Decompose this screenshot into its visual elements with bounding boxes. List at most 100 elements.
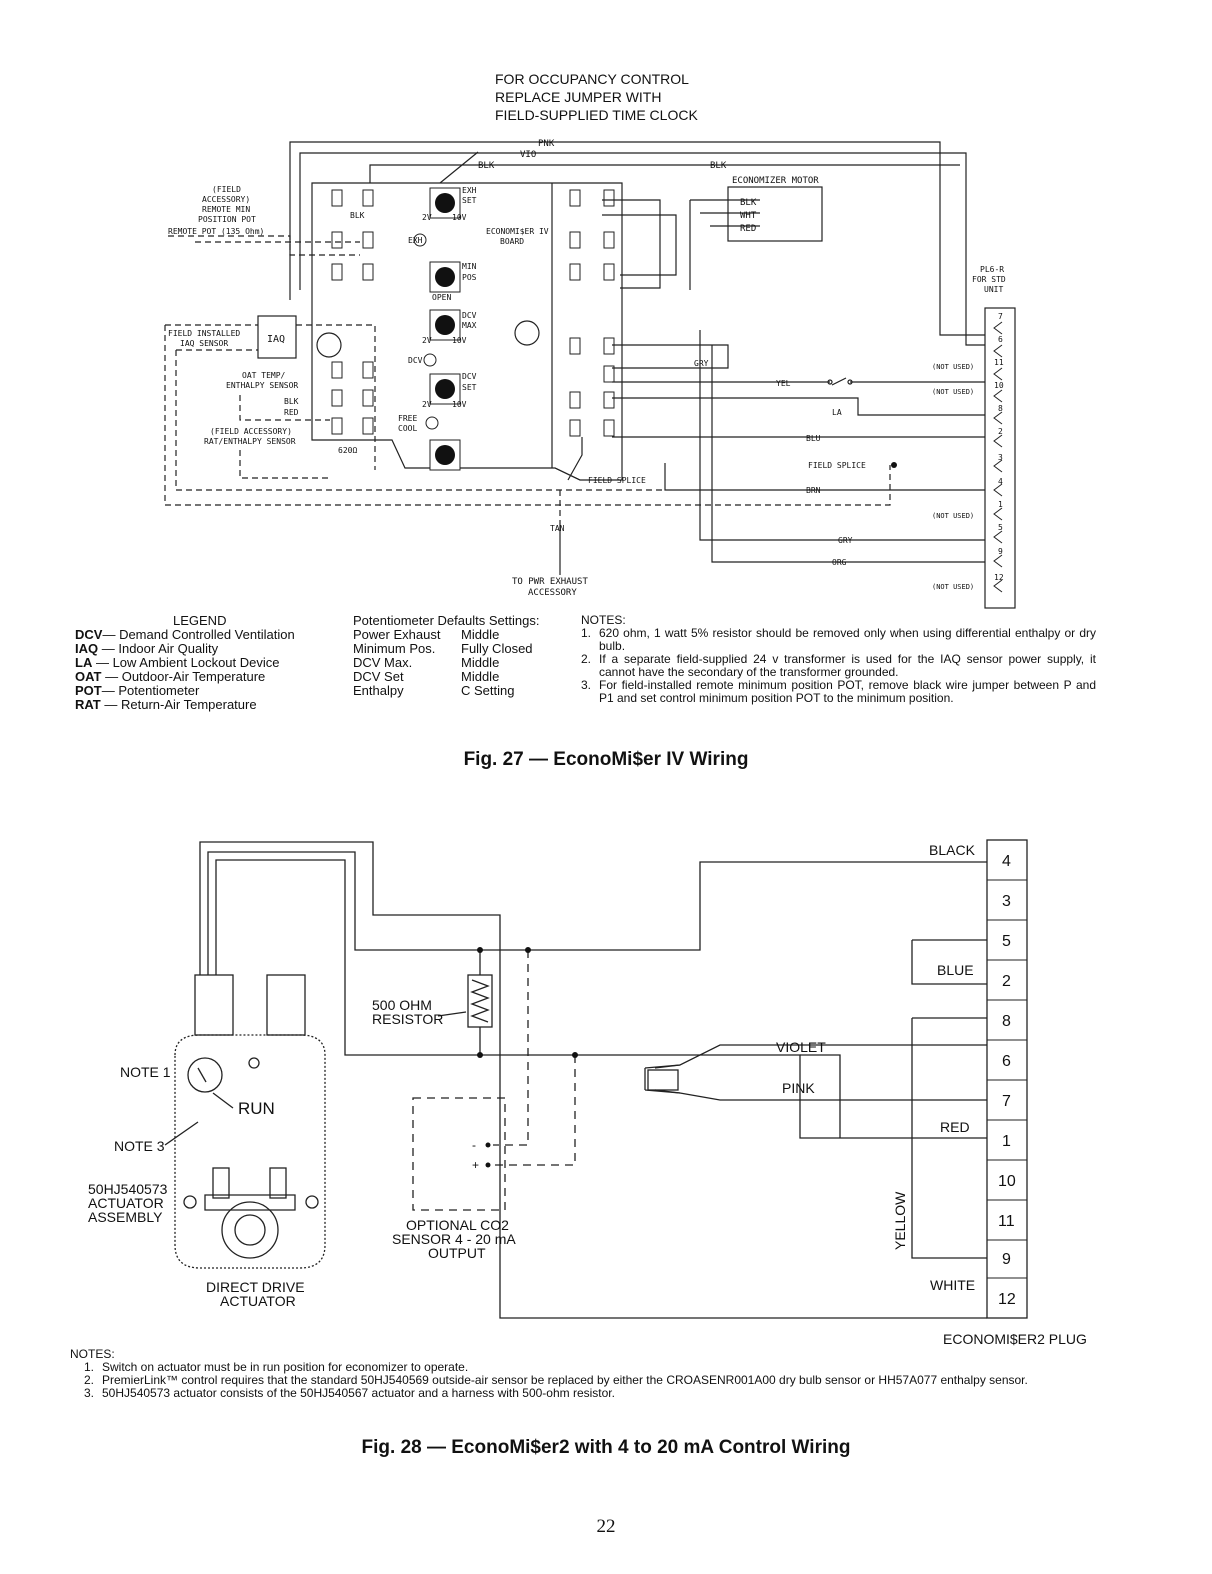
wire-tan: TAN — [550, 524, 565, 533]
wire-black: BLACK — [929, 842, 976, 858]
note-number: 3. — [84, 1386, 95, 1400]
field-splice-right: FIELD SPLICE — [808, 461, 866, 470]
plug-pin-7: 7 — [1002, 1093, 1011, 1110]
co2-label-2: SENSOR 4 - 20 mA — [392, 1231, 516, 1247]
fig27-caption: Fig. 27 — EconoMi$er IV Wiring — [463, 749, 749, 770]
wire-blu: BLU — [806, 434, 821, 443]
note-text: Switch on actuator must be in run positi… — [102, 1360, 469, 1374]
legend-definition: — Low Ambient Lockout Device — [92, 655, 280, 670]
oat-wire-blk: BLK — [284, 397, 299, 406]
pin-9: 9 — [998, 547, 1003, 556]
plug-pin-10: 10 — [998, 1173, 1016, 1190]
occupancy-note-3: FIELD-SUPPLIED TIME CLOCK — [495, 107, 698, 123]
legend-title: LEGEND — [173, 613, 227, 628]
pot-settings: Potentiometer Defaults Settings: Power E… — [353, 614, 563, 698]
note-number: 1. — [581, 626, 592, 640]
fig27-notes: NOTES: 1.620 ohm, 1 watt 5% resistor sho… — [581, 614, 1096, 705]
legend-definition: — Indoor Air Quality — [98, 641, 219, 656]
legend-item: IAQ — Indoor Air Quality — [75, 642, 325, 656]
note-number: 3. — [581, 678, 592, 692]
note-number: 2. — [581, 652, 592, 666]
fig28-caption: Fig. 28 — EconoMi$er2 with 4 to 20 mA Co… — [361, 1437, 851, 1458]
pin-1: 1 — [998, 500, 1003, 509]
note-text: 50HJ540573 actuator consists of the 50HJ… — [102, 1386, 615, 1400]
not-used-3: (NOT USED) — [932, 512, 974, 520]
co2-label-1: OPTIONAL CO2 — [406, 1217, 509, 1233]
field-pot-2: ACCESSORY) — [202, 195, 250, 204]
motor-wire-red: RED — [740, 224, 756, 234]
plug-label: ECONOMI$ER2 PLUG — [943, 1331, 1087, 1347]
remote-pot-label: REMOTE POT (135 Ohm) — [168, 227, 264, 236]
pin-7: 7 — [998, 312, 1003, 321]
co2-plus: + — [472, 1158, 479, 1172]
legend-abbr: RAT — [75, 697, 101, 712]
legend-definition: — Outdoor-Air Temperature — [101, 669, 266, 684]
page-number: 22 — [596, 1516, 616, 1537]
plug-pin-6: 6 — [1002, 1053, 1011, 1070]
plug-pin-8: 8 — [1002, 1013, 1011, 1030]
wire-gry2: GRY — [838, 536, 853, 545]
motor-wire-blk: BLK — [740, 198, 757, 208]
pwr-exhaust-1: TO PWR EXHAUST — [512, 577, 588, 587]
note-item: 2.PremierLink™ control requires that the… — [84, 1374, 1110, 1387]
direct-drive-2: ACTUATOR — [220, 1293, 296, 1309]
legend-abbr: DCV — [75, 627, 103, 642]
lbl-cool: COOL — [398, 424, 417, 433]
not-used-4: (NOT USED) — [932, 583, 974, 591]
pot-setting-value: Middle — [461, 669, 500, 684]
note-text: 620 ohm, 1 watt 5% resistor should be re… — [599, 626, 1096, 653]
lbl-set2: SET — [462, 383, 477, 392]
legend-definition: — Demand Controlled Ventilation — [102, 627, 295, 642]
economizer-motor-label: ECONOMIZER MOTOR — [732, 176, 819, 186]
field-splice-left: FIELD SPLICE — [588, 476, 646, 485]
fig28-notes: NOTES: 1.Switch on actuator must be in r… — [70, 1348, 1110, 1400]
pot-setting-name: Power Exhaust — [353, 627, 441, 642]
wire-label-vio: VIO — [520, 150, 536, 160]
pot-setting-row: DCV Max.Middle — [353, 656, 563, 670]
legend-item: DCV— Demand Controlled Ventilation — [75, 628, 325, 642]
rat-label-1: (FIELD ACCESSORY) — [210, 427, 292, 436]
legend-definition: — Return-Air Temperature — [100, 697, 257, 712]
note-item: 1.Switch on actuator must be in run posi… — [84, 1361, 1110, 1374]
legend-item: POT— Potentiometer — [75, 684, 325, 698]
note1-label: NOTE 1 — [120, 1064, 171, 1080]
plug-pin-3: 3 — [1002, 893, 1011, 910]
pot-setting-name: Minimum Pos. — [353, 641, 436, 656]
note-text: For field-installed remote minimum posit… — [599, 678, 1096, 705]
iaq-label-2: IAQ SENSOR — [180, 339, 228, 348]
pl6-label-2: FOR STD — [972, 275, 1006, 284]
plug-pin-9: 9 — [1002, 1251, 1011, 1268]
pin-4: 4 — [998, 477, 1003, 486]
pin-3: 3 — [998, 453, 1003, 462]
not-used-2: (NOT USED) — [932, 388, 974, 396]
pin-6: 6 — [998, 335, 1003, 344]
wire-red: RED — [940, 1119, 970, 1135]
wire-pink: PINK — [782, 1080, 815, 1096]
field-pot-4: POSITION POT — [198, 215, 256, 224]
lbl-2v-b: 2V — [422, 336, 432, 345]
wire-org: ORG — [832, 558, 847, 567]
pot-setting-name: DCV Max. — [353, 655, 413, 670]
oat-label-1: OAT TEMP/ — [242, 371, 286, 380]
pin-8: 8 — [998, 404, 1003, 413]
lbl-exh: EXH — [462, 186, 477, 195]
iaq-box-label: IAQ — [267, 334, 285, 345]
lbl-exh-led: EXH — [408, 236, 423, 245]
legend-abbr: LA — [75, 655, 93, 670]
pot-setting-name: Enthalpy — [353, 683, 404, 698]
lbl-free: FREE — [398, 414, 417, 423]
actuator-assembly-3: ASSEMBLY — [88, 1209, 163, 1225]
field-pot-1: (FIELD — [212, 185, 241, 194]
board-label-1: ECONOMI$ER IV — [486, 227, 549, 236]
note-text: If a separate field-supplied 24 v transf… — [599, 652, 1096, 679]
lbl-2v: 2V — [422, 213, 432, 222]
lbl-10v-b: 10V — [452, 336, 467, 345]
pot-setting-value: Fully Closed — [461, 641, 533, 656]
note3-label: NOTE 3 — [114, 1138, 165, 1154]
note-number: 2. — [84, 1373, 95, 1387]
oat-label-2: ENTHALPY SENSOR — [226, 381, 298, 390]
lbl-set: SET — [462, 196, 477, 205]
